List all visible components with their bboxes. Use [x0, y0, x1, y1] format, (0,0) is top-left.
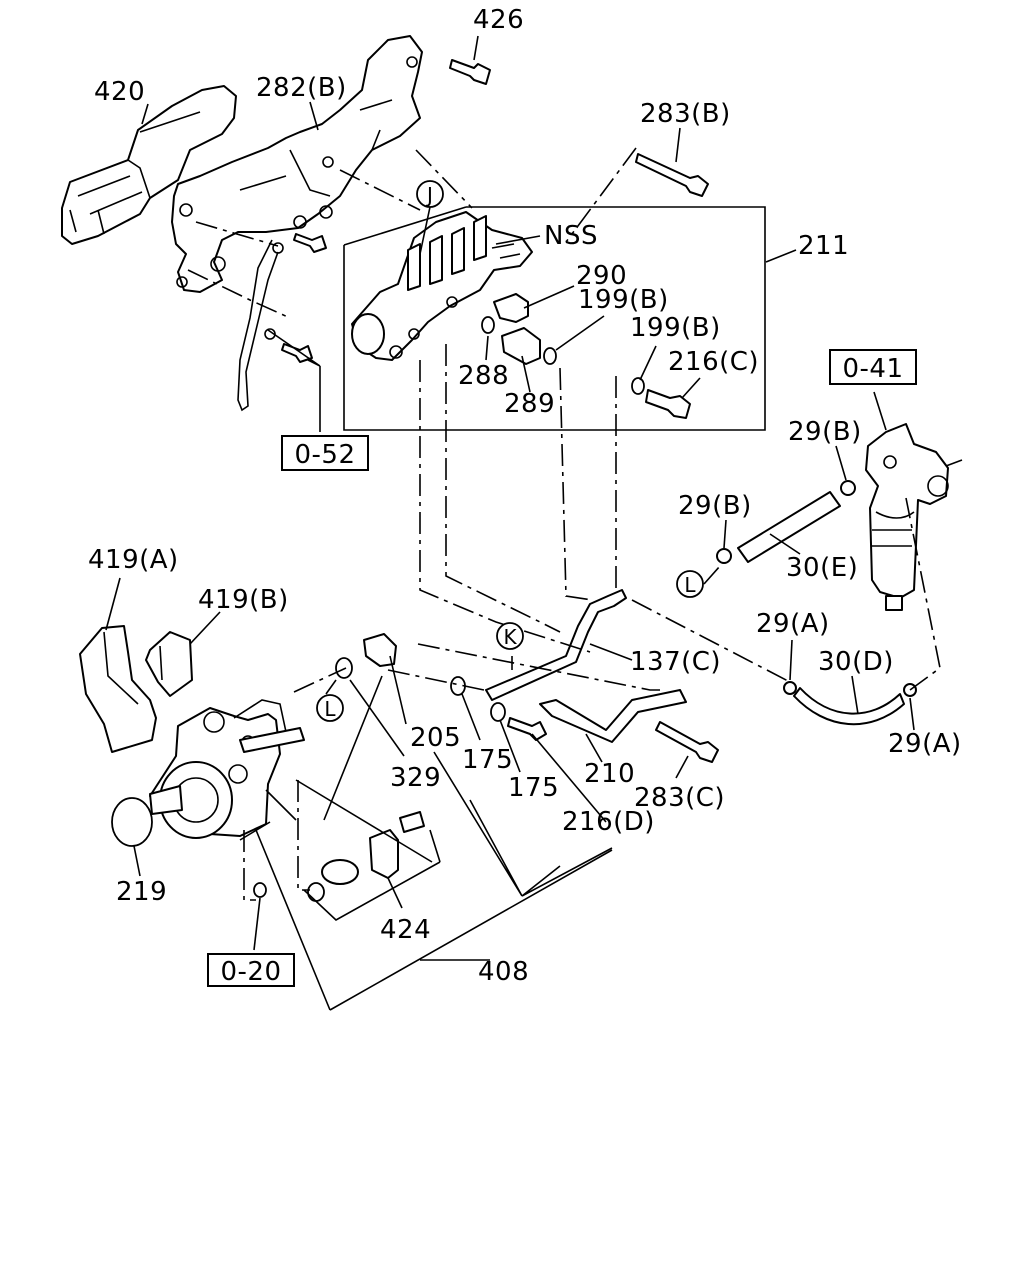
label-175-2: 175 [508, 773, 559, 803]
label-282b: 282(B) [256, 73, 347, 103]
label-199b-2: 199(B) [630, 313, 721, 343]
supply-pump [149, 699, 287, 841]
part-labels: 426 420 282(B) 283(B) NSS 211 290 199(B)… [88, 5, 962, 987]
ref-box-0-20: 0-20 [207, 953, 295, 987]
leader-lines [105, 35, 915, 1011]
nut-0-20 [253, 882, 267, 898]
label-29a-1: 29(A) [756, 609, 830, 639]
ref-box-0-41: 0-41 [829, 349, 917, 385]
callout-j: J [416, 180, 444, 255]
bolt-283b [635, 153, 709, 197]
callout-l-pump: L [316, 694, 344, 722]
label-408: 408 [478, 957, 529, 987]
washer-175-2 [490, 702, 506, 722]
pump-inlet-fitting [239, 727, 305, 753]
callout-k: K [496, 622, 524, 650]
ref-0-52-text: 0-52 [294, 440, 355, 470]
clamp-29b-lower [716, 548, 732, 564]
clamp-29a-left [783, 681, 797, 695]
bolt-426 [449, 59, 491, 85]
label-216c: 216(C) [668, 347, 759, 377]
callout-k-text: K [503, 625, 517, 649]
label-329: 329 [390, 763, 441, 793]
ref-box-0-52: 0-52 [281, 435, 369, 471]
label-137c: 137(C) [630, 647, 721, 677]
clamp-29b-upper [840, 480, 856, 496]
scv-424 [321, 811, 425, 885]
rail-211-box [343, 206, 766, 431]
pipe-137c [485, 589, 627, 701]
label-419a: 419(A) [88, 545, 179, 575]
label-283b: 283(B) [640, 99, 731, 129]
label-420: 420 [94, 77, 145, 107]
label-205: 205 [410, 723, 461, 753]
label-283c: 283(C) [634, 783, 725, 813]
callout-l2-text: L [324, 697, 336, 721]
callout-l-filter: L [676, 570, 704, 598]
ref-0-41-text: 0-41 [842, 354, 903, 384]
bracket-bolts [237, 233, 327, 412]
hose-30e [737, 491, 841, 563]
label-29b-2: 29(B) [678, 491, 752, 521]
label-426: 426 [473, 5, 524, 35]
label-211: 211 [798, 231, 849, 261]
washer-199b-1 [543, 347, 557, 365]
pressure-limiter-289 [501, 327, 541, 365]
pressure-sensor-290 [493, 293, 529, 323]
fuel-filter [865, 423, 963, 611]
label-290: 290 [576, 261, 627, 291]
label-nss: NSS [544, 221, 598, 251]
fitting-205 [363, 633, 397, 667]
label-288: 288 [458, 361, 509, 391]
o-ring-219 [111, 797, 153, 847]
pipe-210 [539, 689, 687, 743]
cover-419a [79, 625, 157, 753]
o-ring-424 [307, 882, 325, 902]
label-289: 289 [504, 389, 555, 419]
hose-30d [793, 687, 905, 726]
ref-0-20-text: 0-20 [220, 957, 281, 987]
label-419b: 419(B) [198, 585, 289, 615]
washer-199b-2 [631, 377, 645, 395]
bolt-283c [655, 721, 719, 763]
bracket-420 [61, 85, 237, 245]
connection-lines [187, 147, 941, 901]
cover-419b [145, 631, 193, 697]
label-210: 210 [584, 759, 635, 789]
bracket-282b [171, 35, 423, 293]
label-29a-2: 29(A) [888, 729, 962, 759]
common-rail [351, 211, 533, 361]
bolt-216d [507, 717, 547, 741]
callout-j-text: J [425, 183, 433, 207]
bolt-216c [645, 389, 691, 419]
label-219: 219 [116, 877, 167, 907]
callout-l1-text: L [684, 573, 696, 597]
o-ring-329 [335, 657, 353, 679]
label-216d: 216(D) [562, 807, 655, 837]
label-199b-1: 199(B) [578, 285, 669, 315]
label-424: 424 [380, 915, 431, 945]
label-29b-1: 29(B) [788, 417, 862, 447]
label-30d: 30(D) [818, 647, 894, 677]
washer-288 [481, 316, 495, 334]
label-175-1: 175 [462, 745, 513, 775]
label-30e: 30(E) [786, 553, 858, 583]
